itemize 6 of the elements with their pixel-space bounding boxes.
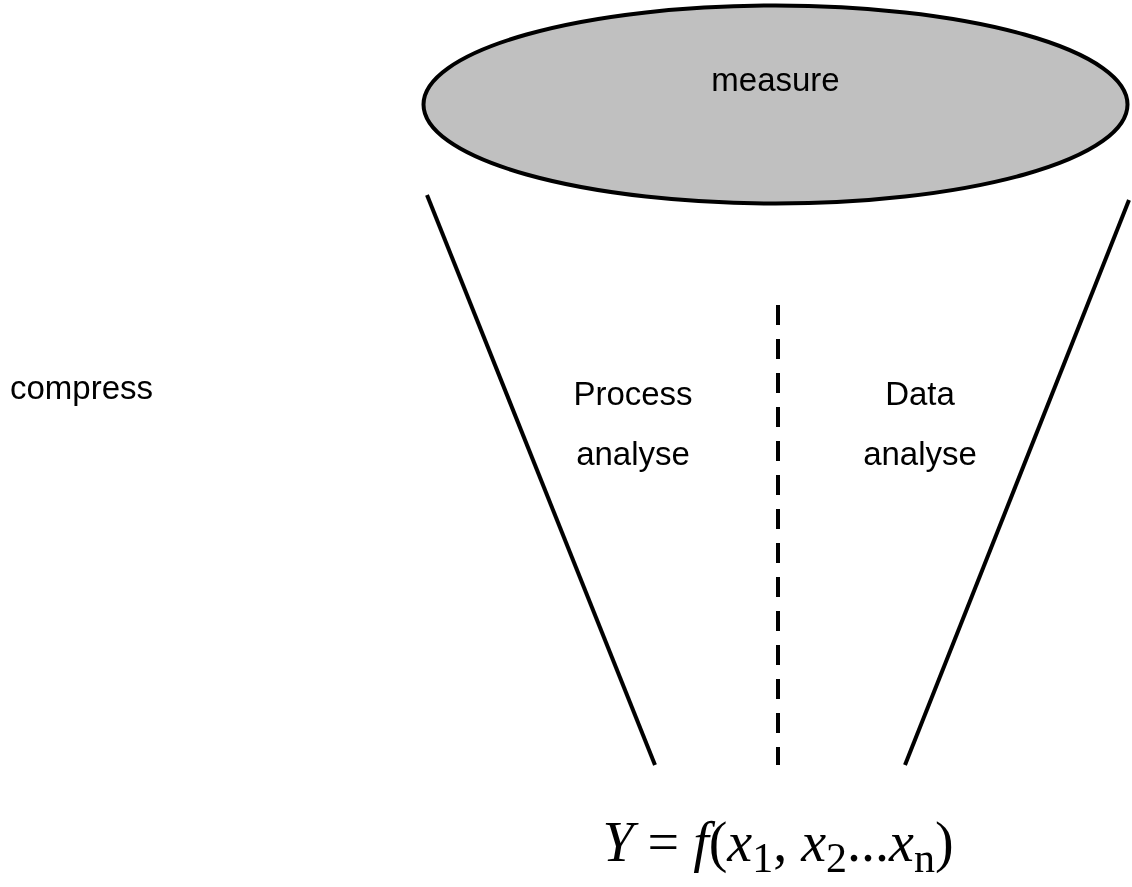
section-label: Process analyse [572, 374, 694, 474]
ellipse [421, 3, 1130, 206]
section-label: Data analyse [862, 374, 978, 474]
formula: Y = f(x$_{1}$, x$_{2}$...x$_{n}$) [602, 810, 954, 883]
node-label: measure [711, 59, 840, 100]
side-label: compress [10, 368, 154, 408]
